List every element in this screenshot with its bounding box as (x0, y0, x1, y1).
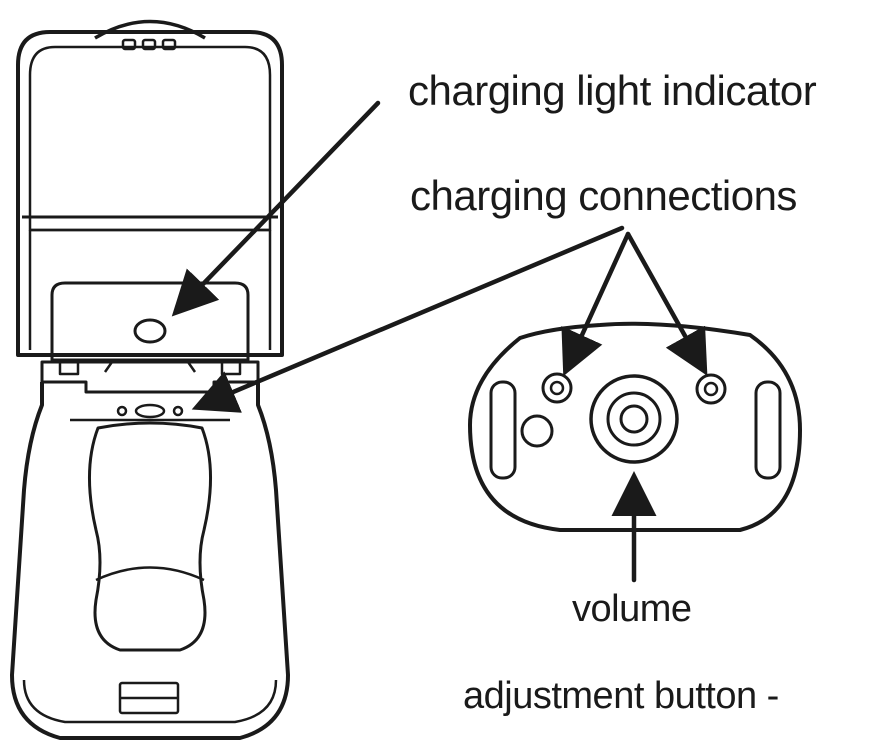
handset-cradle (87, 421, 213, 652)
battery-compartment (50, 281, 250, 362)
arrow-to-charging-light (171, 100, 381, 317)
small-button (520, 414, 554, 448)
lid-outer (16, 30, 284, 357)
label-adjustment-button: adjustment button - (463, 675, 779, 717)
label-charging-light-indicator: charging light indicator (408, 67, 817, 114)
lid-knob (94, 19, 206, 40)
lid-inner (28, 45, 272, 232)
charging-connection-right (695, 373, 727, 405)
pointer-arrows (171, 100, 708, 583)
label-volume: volume (572, 588, 692, 630)
right-foot (754, 380, 782, 480)
arrow-to-right-contact (625, 231, 708, 376)
volume-adjustment-button (589, 374, 679, 464)
charger-base (10, 19, 290, 740)
bottom-slot (118, 681, 180, 715)
arrow-to-left-contact (561, 231, 631, 377)
arrow-to-base-contacts (191, 225, 625, 413)
base-charging-contacts (116, 403, 184, 419)
handset-bottom (467, 321, 803, 532)
charging-connection-left (541, 372, 573, 404)
lid-vents (121, 38, 177, 51)
hinge-latch (40, 360, 260, 394)
charging-light (133, 318, 167, 344)
left-foot (489, 380, 517, 480)
handset-outline (467, 321, 803, 532)
base-body (10, 382, 290, 740)
label-charging-connections: charging connections (410, 172, 797, 219)
